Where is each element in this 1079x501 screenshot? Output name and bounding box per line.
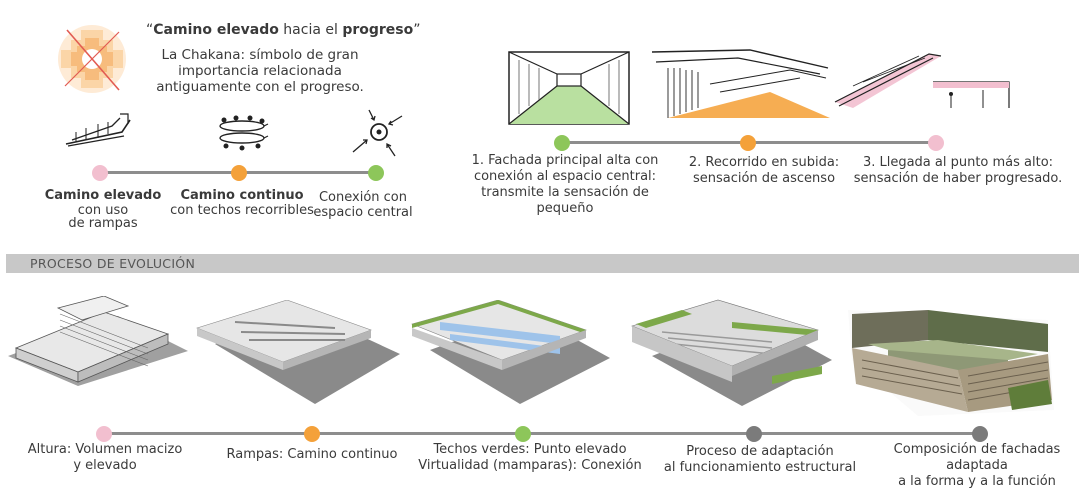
intro-line-2: importancia relacionada	[150, 63, 370, 79]
evolution-dot-orange	[304, 426, 320, 442]
concept-step-3: Conexión con espacio central	[308, 190, 418, 219]
evolution-dot-pink	[96, 426, 112, 442]
quote-mid: hacia el	[279, 22, 342, 38]
perspective-sketch-1	[505, 48, 635, 128]
quote-close: ”	[413, 22, 420, 38]
sequence-dot-green	[554, 135, 570, 151]
model-5-facades	[848, 300, 1058, 420]
chakana-symbol-icon	[55, 22, 130, 97]
central-connection-sketch-icon	[347, 104, 407, 162]
evolution-step-5-line-1: Composición de fachadas	[882, 442, 1072, 458]
evolution-step-1-line-2: y elevado	[12, 458, 198, 474]
concept-step-1-title: Camino elevado	[40, 188, 166, 204]
model-4-structural	[622, 296, 832, 406]
concept-dot-pink	[92, 165, 108, 181]
intro-line-3: antiguamente con el progreso.	[150, 79, 370, 95]
concept-step-2: Camino continuo con techos recorribles	[162, 188, 322, 217]
sequence-step-3-line-1: 3. Llegada al punto más alto:	[852, 155, 1064, 171]
intro-quote: “Camino elevado hacia el progreso”	[146, 22, 421, 38]
perspective-sketch-2	[650, 48, 832, 120]
continuous-path-sketch-icon	[214, 112, 270, 152]
sequence-step-2-line-2: sensación de ascenso	[684, 171, 844, 187]
evolution-step-4-line-2: al funcionamiento estructural	[660, 460, 860, 476]
evolution-step-3-line-2: Virtualidad (mamparas): Conexión	[414, 458, 646, 474]
evolution-step-5: Composición de fachadas adaptada a la fo…	[882, 442, 1072, 490]
evolution-step-2-line-1: Rampas: Camino continuo	[214, 447, 410, 463]
concept-dot-green	[368, 165, 384, 181]
evolution-step-2: Rampas: Camino continuo	[214, 447, 410, 463]
evolution-timeline-line	[104, 432, 986, 435]
concept-step-1: Camino elevado con uso de rampas	[40, 188, 166, 230]
section-title: PROCESO DE EVOLUCIÓN	[30, 256, 195, 271]
quote-bold-camino: Camino elevado	[153, 22, 279, 38]
concept-dot-orange	[231, 165, 247, 181]
sequence-step-1: 1. Fachada principal alta con conexión a…	[452, 153, 678, 217]
evolution-step-5-line-2: adaptada	[882, 458, 1072, 474]
perspective-sketch-3	[833, 46, 1013, 110]
sequence-step-2-line-1: 2. Recorrido en subida:	[684, 155, 844, 171]
intro-description: La Chakana: símbolo de gran importancia …	[150, 47, 370, 95]
evolution-step-4-line-1: Proceso de adaptación	[660, 444, 860, 460]
intro-line-1: La Chakana: símbolo de gran	[150, 47, 370, 63]
model-2-ramps	[195, 300, 400, 405]
ramp-sketch-icon	[62, 110, 134, 150]
model-3-green-roofs	[410, 300, 610, 405]
concept-step-1-line-2: de rampas	[40, 217, 166, 230]
evolution-step-3-line-1: Techos verdes: Punto elevado	[414, 442, 646, 458]
sequence-step-1-line-1: 1. Fachada principal alta con	[452, 153, 678, 169]
concept-step-2-title: Camino continuo	[162, 188, 322, 204]
evolution-dot-gray-2	[972, 426, 988, 442]
evolution-step-4: Proceso de adaptación al funcionamiento …	[660, 444, 860, 476]
concept-step-2-line-1: con techos recorribles	[162, 204, 322, 217]
sequence-dot-pink	[928, 135, 944, 151]
concept-step-3-line-1: Conexión con	[308, 190, 418, 206]
evolution-dot-gray-1	[746, 426, 762, 442]
evolution-step-5-line-3: a la forma y a la función	[882, 474, 1072, 490]
sequence-step-1-line-3: transmite la sensación de pequeño	[452, 185, 678, 217]
evolution-step-3: Techos verdes: Punto elevado Virtualidad…	[414, 442, 646, 474]
sequence-step-2: 2. Recorrido en subida: sensación de asc…	[684, 155, 844, 187]
evolution-step-1-line-1: Altura: Volumen macizo	[12, 442, 198, 458]
concept-step-3-line-2: espacio central	[308, 206, 418, 219]
model-1-massive-volume	[8, 296, 188, 386]
quote-bold-progreso: progreso	[342, 22, 413, 38]
evolution-step-1: Altura: Volumen macizo y elevado	[12, 442, 198, 474]
sequence-dot-orange	[740, 135, 756, 151]
evolution-dot-green	[515, 426, 531, 442]
sequence-step-1-line-2: conexión al espacio central:	[452, 169, 678, 185]
sequence-step-3-line-2: sensación de haber progresado.	[852, 171, 1064, 187]
sequence-step-3: 3. Llegada al punto más alto: sensación …	[852, 155, 1064, 187]
